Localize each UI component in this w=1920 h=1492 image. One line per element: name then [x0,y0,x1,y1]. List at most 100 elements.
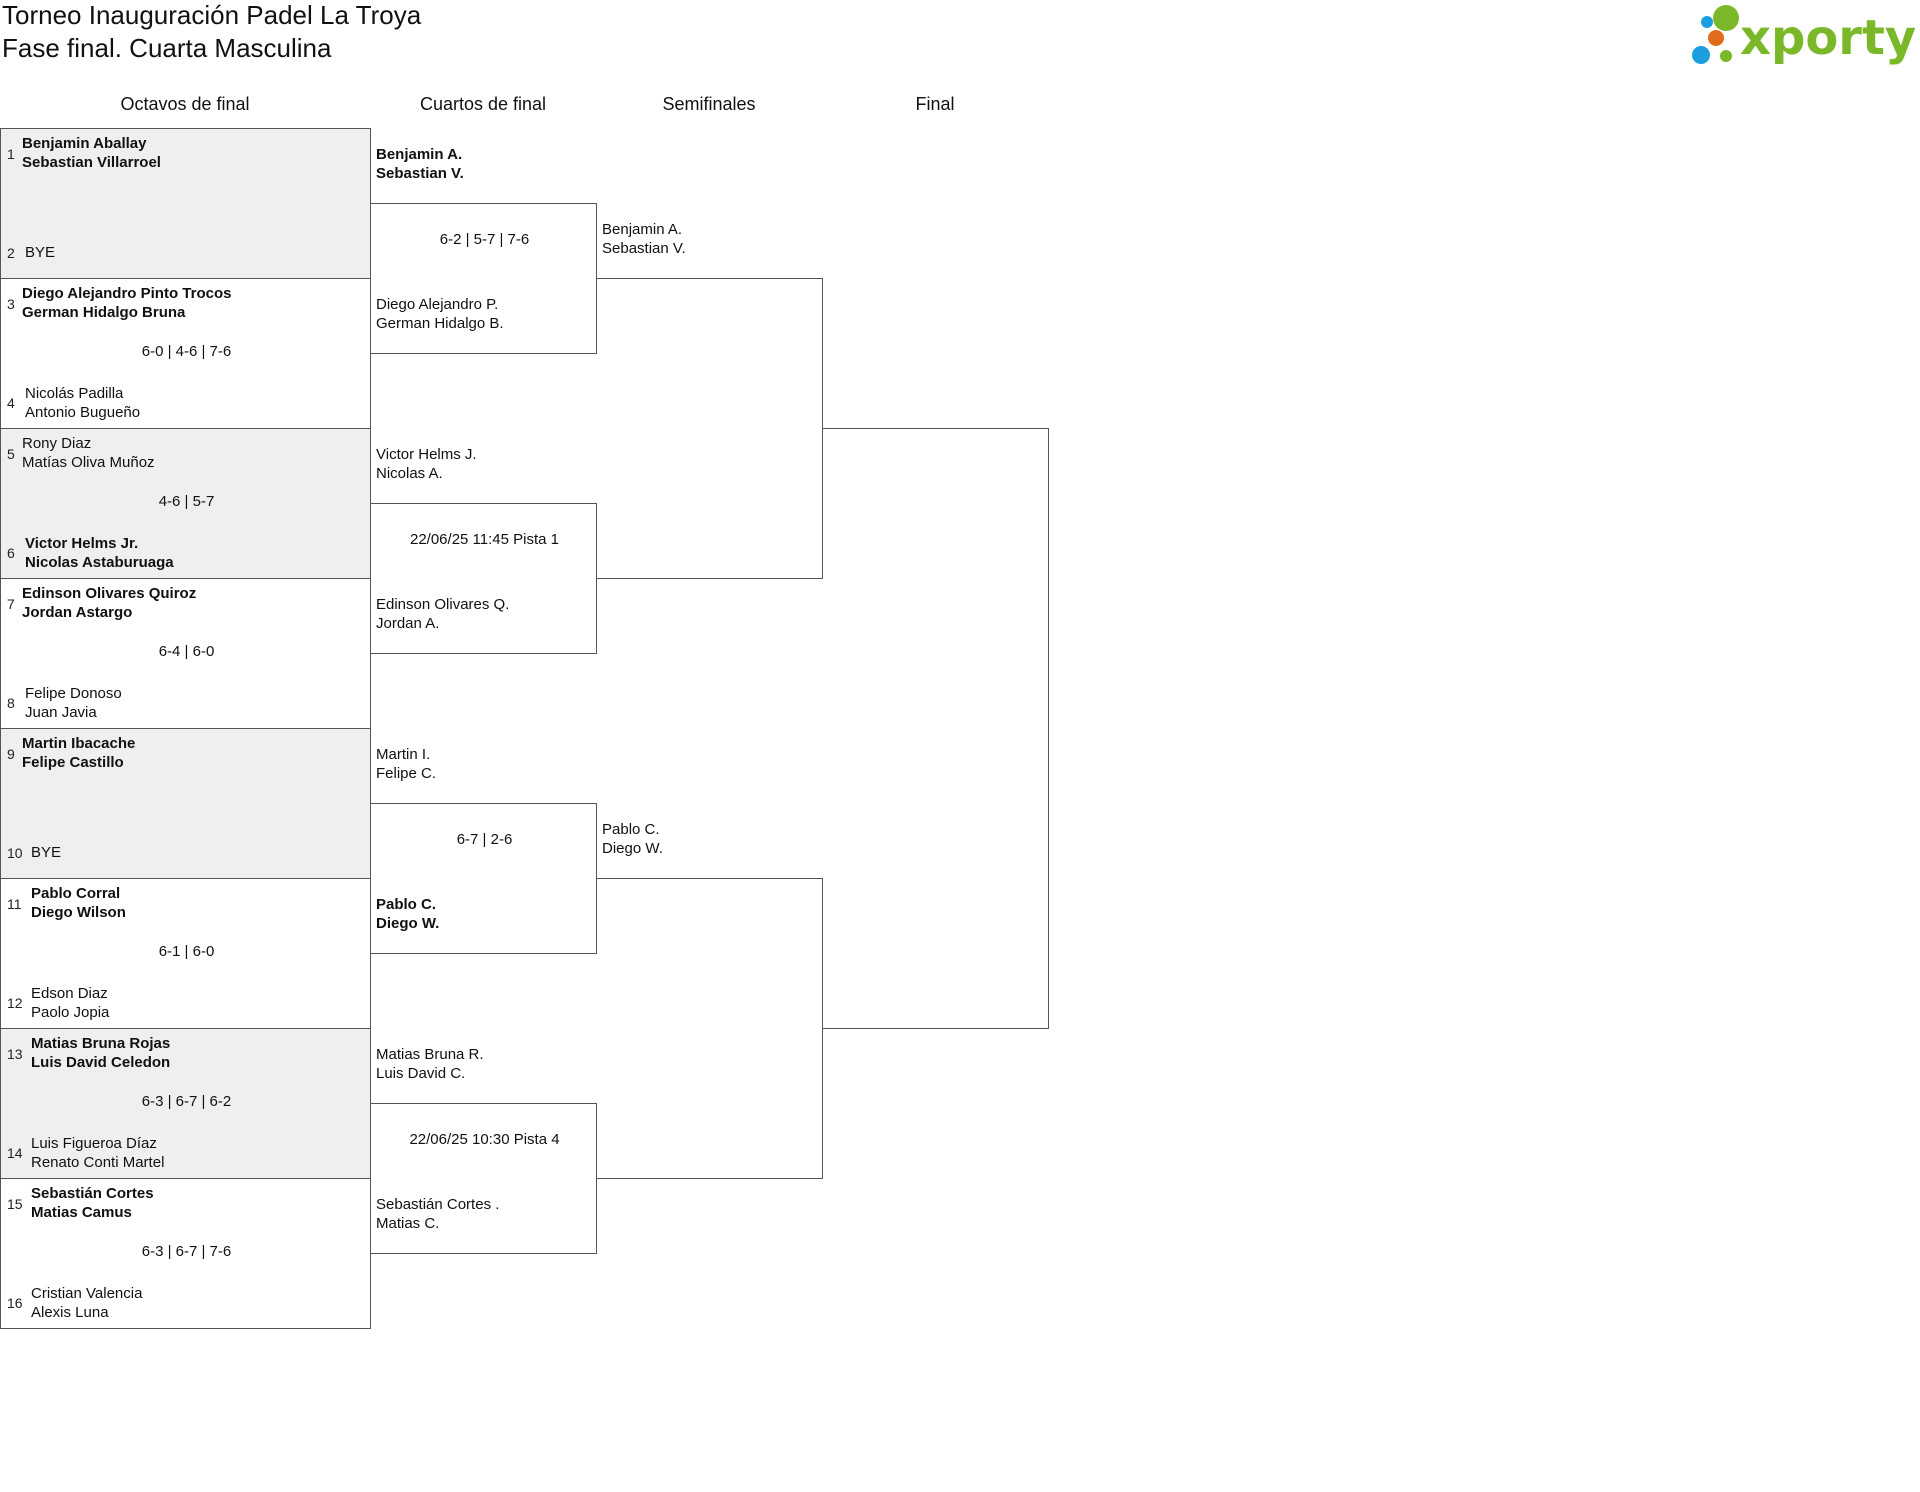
player-name: Juan Javia [25,704,97,721]
sf-match-box [596,878,823,1179]
player-name: Sebastian Villarroel [22,154,161,171]
player-name: Luis Figueroa Díaz [31,1135,157,1152]
player-name: Luis David C. [376,1065,466,1082]
player-name: Matias Camus [31,1204,132,1221]
seed-number: 1 [7,146,15,162]
player-name: Martin Ibacache [22,735,136,752]
player-name: Jordan Astargo [22,604,133,621]
player-name: Benjamin A. [376,146,463,163]
player-name: Sebastián Cortes . [376,1196,500,1213]
seed-number: 6 [7,545,15,561]
qf-team-b: Sebastián Cortes . Matias C. [376,1195,499,1233]
qf-team-b: Edinson Olivares Q. Jordan A. [376,595,509,633]
seed-number: 9 [7,746,15,762]
player-name: Paolo Jopia [31,1004,110,1021]
player-name: Cristian Valencia [31,1285,143,1302]
player-name: Victor Helms Jr. [25,535,139,552]
seed-number: 15 [7,1196,23,1212]
match-score: 4-6 | 5-7 [158,493,215,510]
round-header-cuartos: Cuartos de final [419,94,547,114]
logo-text: xporty [1740,10,1916,66]
seed-number: 11 [7,896,22,912]
seed-number: 2 [7,245,15,261]
player-name: Sebastian V. [376,165,464,182]
player-name: Diego W. [376,915,440,932]
player-name: Matias Bruna R. [376,1046,484,1063]
seed-number: 12 [7,995,23,1011]
player-name: Felipe Donoso [25,685,122,702]
page-subtitle: Fase final. Cuarta Masculina [2,33,332,63]
player-name: Sebastian V. [602,240,686,257]
player-name: Matias Bruna Rojas [31,1035,171,1052]
player-name: Renato Conti Martel [31,1154,165,1171]
player-name: Antonio Bugueño [25,404,141,421]
player-name: Diego Alejandro P. [376,296,499,313]
player-name: Edson Diaz [31,985,108,1002]
player-name: German Hidalgo B. [376,315,504,332]
sf-team-a: Benjamin A. Sebastian V. [602,220,686,258]
seed-number: 13 [7,1046,23,1062]
player-name: Edinson Olivares Quiroz [22,585,197,602]
seed-number: 7 [7,596,15,612]
round-header-final: Final [915,94,955,114]
qf-match-info: 22/06/25 10:30 Pista 4 [409,1131,560,1148]
qf-team-a: Martin I.Felipe C. [376,745,436,783]
logo-dot-blue-bottom [1692,46,1710,64]
player-name: Matias C. [376,1215,440,1232]
player-name: Pablo Corral [31,885,121,902]
seed-number: 5 [7,446,15,462]
qf-team-b: Pablo C. Diego W. [376,895,439,933]
qf-team-a: Matias Bruna R. Luis David C. [376,1045,484,1083]
qf-team-b: Diego Alejandro P. German Hidalgo B. [376,295,504,333]
player-name: Nicolas A. [376,465,443,482]
player-name: Sebastián Cortes [31,1185,154,1202]
logo-dot-blue-top [1701,16,1713,28]
player-name: Nicolás Padilla [25,385,124,402]
logo-dot-green-small [1720,50,1732,62]
player-name: Luis David Celedon [31,1054,171,1071]
player-name: Alexis Luna [31,1304,109,1321]
match-score: 6-4 | 6-0 [158,643,215,660]
sf-team-a: Pablo C.Diego W. [602,820,663,858]
team-b: Victor Helms Jr. Nicolas Astaburuaga [25,534,174,572]
player-name: Nicolas Astaburuaga [25,554,174,571]
match-score: 6-1 | 6-0 [158,943,215,960]
player-name: Jordan A. [376,615,440,632]
seed-number: 3 [7,296,15,312]
sf-match-box [596,278,823,579]
seed-number: 14 [7,1145,23,1161]
player-name: Pablo C. [376,896,437,913]
round-header-semifinales: Semifinales [662,94,756,114]
player-name: Pablo C. [602,821,660,838]
player-name: German Hidalgo Bruna [22,304,186,321]
match-score: 6-0 | 4-6 | 7-6 [141,343,232,360]
player-name: Diego Alejandro Pinto Trocos [22,285,232,302]
seed-number: 4 [7,395,15,411]
player-name: Edinson Olivares Q. [376,596,510,613]
page-title: Torneo Inauguración Padel La Troya [2,0,422,30]
round-header-octavos: Octavos de final [120,94,250,114]
seed-number: 16 [7,1295,23,1311]
player-name: Benjamin A. [602,221,683,238]
player-name: Matías Oliva Muñoz [22,454,155,471]
qf-match-info: 22/06/25 11:45 Pista 1 [409,531,559,548]
player-name: BYE [31,844,62,861]
